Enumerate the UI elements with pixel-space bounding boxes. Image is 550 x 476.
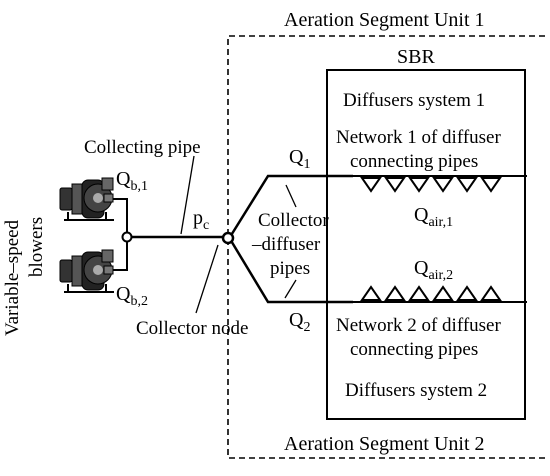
collector-diffuser-pipe-lower <box>228 238 353 304</box>
triangle-up-icon <box>456 285 478 301</box>
blower1-pipe <box>113 198 128 233</box>
blower-pump-icon <box>59 249 114 293</box>
qair2-label: Qair,2 <box>414 257 453 283</box>
unit1-label: Aeration Segment Unit 1 <box>284 9 485 31</box>
collector-node-leader <box>195 244 219 314</box>
triangle-down-icon <box>480 177 502 193</box>
network1-line2: connecting pipes <box>350 151 478 172</box>
unit2-label: Aeration Segment Unit 2 <box>284 433 485 455</box>
triangle-down-icon <box>360 177 382 193</box>
blowers-vertical-label: Variable–speed blowers <box>2 217 47 336</box>
qb2-label: Qb,2 <box>116 283 148 309</box>
upper-diffuser-row <box>360 177 502 193</box>
collector-diffuser-pipe-upper <box>228 174 353 238</box>
collector-pipes-line1: Collector <box>258 210 329 231</box>
collector-pipes-line3: pipes <box>270 258 310 279</box>
triangle-up-icon <box>360 285 382 301</box>
diffusers-system-1: Diffusers system 1 <box>343 90 485 111</box>
collector-node-label: Collector node <box>136 318 248 339</box>
blowers-label-line1: Variable–speed <box>2 219 23 336</box>
network2-line2: connecting pipes <box>350 339 478 360</box>
pc-label: pc <box>193 207 209 233</box>
triangle-down-icon <box>456 177 478 193</box>
network2-line1: Network 2 of diffuser <box>336 315 501 336</box>
blower-pump-icon <box>59 177 114 221</box>
blower2-pipe <box>113 241 128 271</box>
triangle-up-icon <box>480 285 502 301</box>
network1-line1: Network 1 of diffuser <box>336 127 501 148</box>
triangle-down-icon <box>384 177 406 193</box>
collecting-pipe-leader <box>180 155 195 235</box>
sbr-label: SBR <box>397 46 435 68</box>
triangle-down-icon <box>432 177 454 193</box>
triangle-up-icon <box>384 285 406 301</box>
triangle-down-icon <box>408 177 430 193</box>
collector-node-symbol <box>221 231 235 245</box>
diffusers-system-2: Diffusers system 2 <box>345 380 487 401</box>
collector-pipes-line2: –diffuser <box>251 234 321 255</box>
blower-junction-node <box>121 231 133 243</box>
collecting-pipe-label: Collecting pipe <box>84 137 201 158</box>
triangle-up-icon <box>432 285 454 301</box>
blowers-label-line2: blowers <box>26 217 47 277</box>
sbr-box <box>326 69 526 420</box>
q2-label: Q2 <box>289 309 310 335</box>
collector-pipe-leader-upper <box>285 184 297 208</box>
triangle-up-icon <box>408 285 430 301</box>
lower-diffuser-row <box>360 285 502 301</box>
q1-label: Q1 <box>289 146 310 172</box>
collector-pipe-leader-lower <box>284 279 297 299</box>
qb1-label: Qb,1 <box>116 168 148 194</box>
qair1-label: Qair,1 <box>414 204 453 230</box>
